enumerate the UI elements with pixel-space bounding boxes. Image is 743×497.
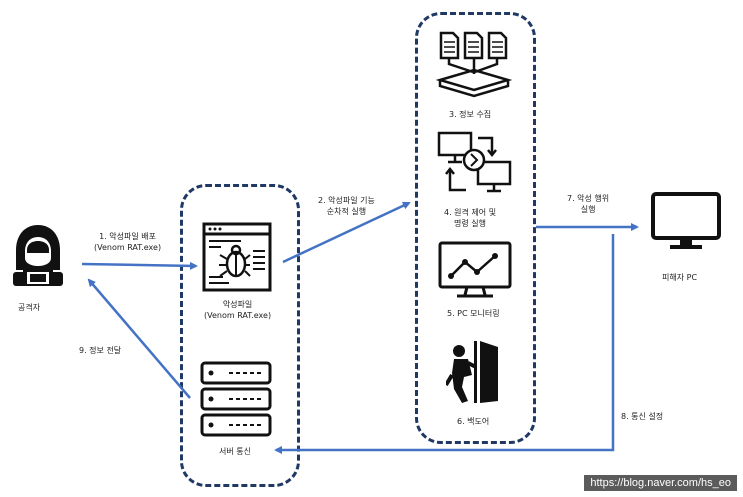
malware-group-box xyxy=(180,184,300,487)
arrow-2-execute xyxy=(282,201,411,264)
edge-1-label-line2: (Venom RAT.exe) xyxy=(94,243,162,252)
edge-9-label: 9. 정보 전달 xyxy=(79,346,122,355)
edge-8-label: 8. 통신 설정 xyxy=(621,412,664,421)
desktop-monitor-icon xyxy=(651,192,721,249)
remote-control-icon xyxy=(437,131,512,193)
server-icon xyxy=(200,361,272,437)
backdoor-icon xyxy=(446,341,498,403)
edge-7-label: 7. 악성 행위 실행 xyxy=(567,193,609,215)
server-label: 서버 통신 xyxy=(219,447,251,456)
malware-label: 악성파일 (Venom RAT.exe) xyxy=(204,299,271,321)
monitor-chart-icon xyxy=(438,241,512,298)
edge-7-label-line2: 실행 xyxy=(580,205,596,214)
browser-bug-icon xyxy=(202,222,272,292)
victim-label: 피해자 PC xyxy=(662,273,698,282)
hacker-icon xyxy=(13,225,63,286)
edge-2-label: 2. 악성파일 기능 순차적 실행 xyxy=(318,195,375,217)
blog-watermark: https://blog.naver.com/hs_eo xyxy=(584,475,737,491)
functions-group-box xyxy=(415,12,536,444)
malware-label-line1: 악성파일 xyxy=(222,300,253,309)
arrow-8-comm-setup xyxy=(274,234,615,454)
remote-label-line2: 명령 실행 xyxy=(454,219,487,228)
attacker-label: 공격자 xyxy=(18,303,41,312)
edge-1-label-line1: 1. 악성파일 배포 xyxy=(99,232,156,241)
remote-label-line1: 4. 원격 제어 및 xyxy=(444,208,497,217)
backdoor-label: 6. 백도어 xyxy=(457,417,490,426)
edge-1-label: 1. 악성파일 배포 (Venom RAT.exe) xyxy=(94,231,161,253)
edge-7-label-line1: 7. 악성 행위 xyxy=(567,194,610,203)
remote-label: 4. 원격 제어 및 명령 실행 xyxy=(444,207,496,229)
documents-collect-icon xyxy=(436,31,513,98)
collect-label: 3. 정보 수집 xyxy=(449,110,492,119)
edge-2-label-line1: 2. 악성파일 기능 xyxy=(318,196,375,205)
arrow-9-info-transfer xyxy=(87,278,191,399)
edge-2-label-line2: 순차적 실행 xyxy=(326,207,367,216)
malware-label-line2: (Venom RAT.exe) xyxy=(204,311,272,320)
arrow-1-distribute xyxy=(81,261,198,270)
monitor-label: 5. PC 모니터링 xyxy=(447,309,500,318)
